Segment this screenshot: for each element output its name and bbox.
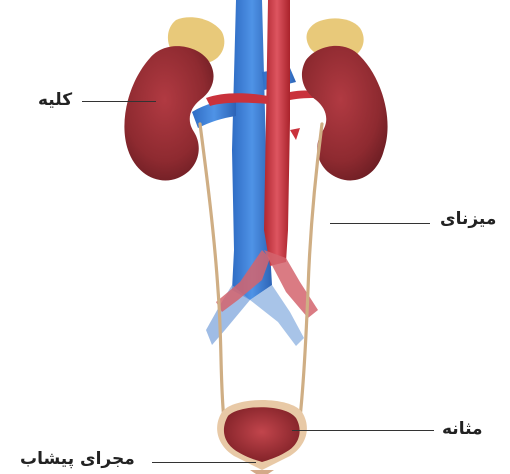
urethra-leader-line bbox=[152, 462, 256, 463]
bladder-leader-line bbox=[292, 430, 434, 431]
ureter-leader-line bbox=[330, 223, 430, 224]
ureter-label: میزنای bbox=[440, 211, 496, 228]
urethra-label: مجرای پیشاب bbox=[20, 451, 135, 468]
kidney-label: کلیه bbox=[38, 92, 72, 109]
kidney-leader-line bbox=[82, 101, 156, 102]
right-kidney bbox=[302, 18, 388, 180]
bladder-label: مثانه bbox=[442, 421, 483, 438]
